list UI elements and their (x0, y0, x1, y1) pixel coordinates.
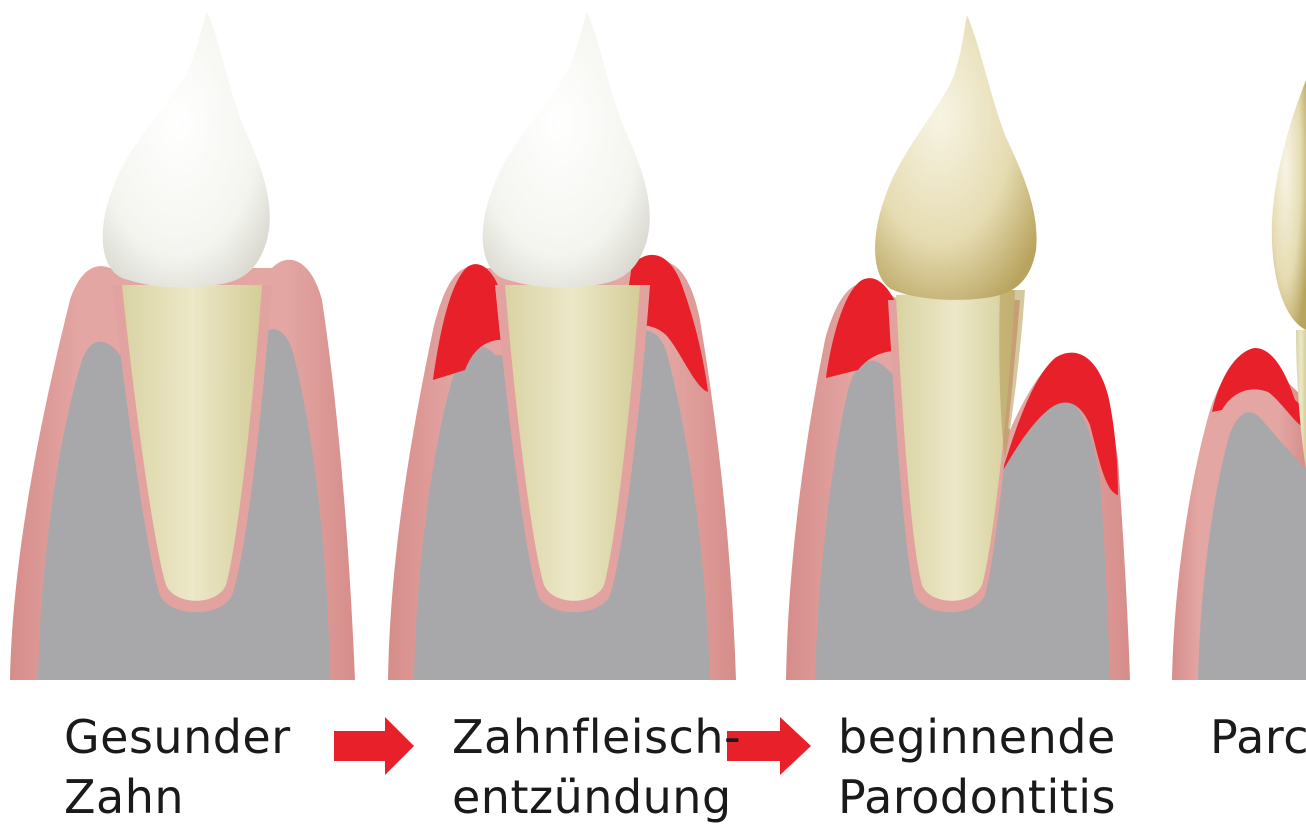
stage-label-line2: Zahn (64, 767, 291, 827)
stage-label-line1: Zahnfleisch- (452, 707, 741, 767)
stage-label-line1: Gesunder (64, 707, 291, 767)
stage-label-gingivitis: Zahnfleisch- entzündung (452, 707, 741, 827)
tooth-gingivitis (388, 12, 736, 680)
stage-label-healthy: Gesunder Zahn (64, 707, 291, 827)
tooth-crown-edge (1272, 80, 1306, 330)
stage-label-line1: beginnende (838, 707, 1116, 767)
stage-label-periodontitis: Parc (1210, 707, 1306, 767)
tooth-beginning-periodontitis (786, 15, 1130, 680)
tooth-periodontitis-partial (1172, 80, 1306, 680)
stage-label-line2: entzündung (452, 767, 741, 827)
stage-label-beginning-periodontitis: beginnende Parodontitis (838, 707, 1116, 827)
tooth-crown (103, 12, 270, 288)
tooth-crown (875, 15, 1037, 300)
arrow-right-icon (334, 717, 414, 775)
tooth-crown (483, 12, 650, 288)
stage-label-line1: Parc (1210, 707, 1306, 767)
tooth-healthy (10, 12, 355, 680)
stage-label-line2: Parodontitis (838, 767, 1116, 827)
